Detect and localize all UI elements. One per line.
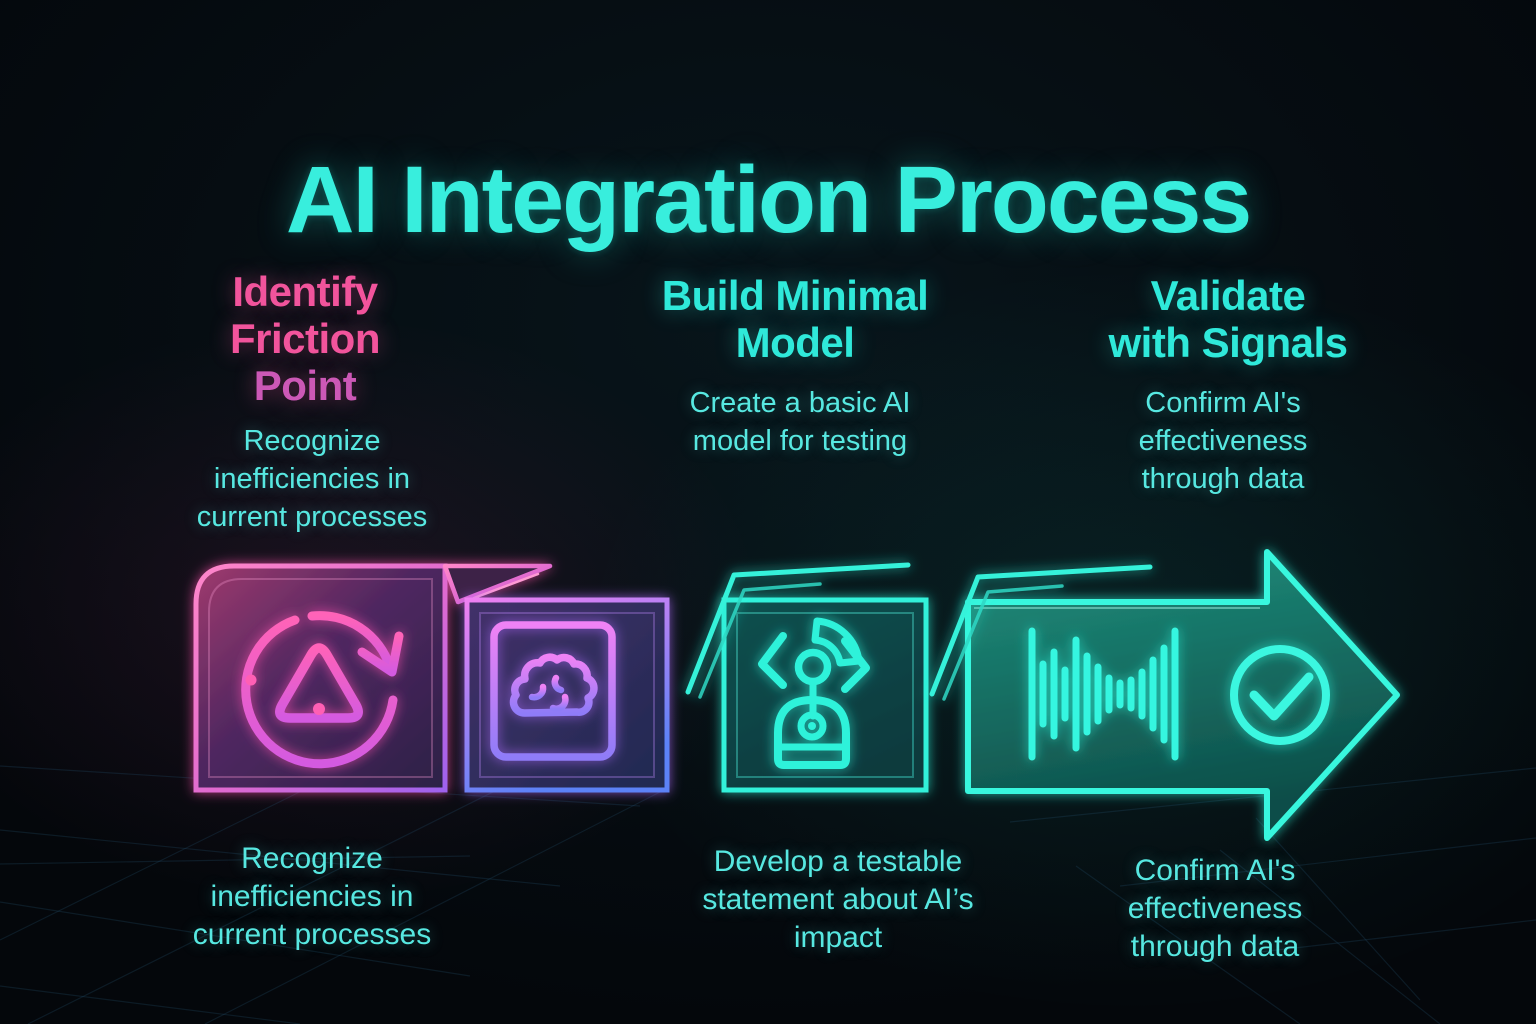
caption-line: Recognize: [241, 842, 383, 875]
robot-sensor-icon: [758, 617, 870, 769]
step3-subtitle: Confirm AI's effectiveness through data: [1065, 384, 1381, 498]
step3-heading: Validate with Signals: [1070, 272, 1386, 366]
step1-subtitle: Recognize inefficiencies in current proc…: [152, 422, 472, 536]
caption-validate: Confirm AI's effectiveness through data: [1057, 852, 1373, 966]
fold-flap: [442, 563, 553, 605]
step2-heading: Build Minimal Model: [635, 272, 955, 366]
heading-line: with Signals: [1108, 319, 1348, 366]
caption-line: statement about AI’s: [702, 883, 974, 916]
heading-line: Build Minimal: [661, 272, 929, 319]
subtitle-line: effectiveness: [1138, 425, 1308, 457]
heading-line: Friction: [230, 315, 381, 362]
heading-line: Validate: [1150, 272, 1306, 319]
page-title: AI Integration Process: [285, 146, 1252, 253]
background-grid: [0, 765, 1536, 1024]
caption-testable: Develop a testable statement about AI’s …: [658, 843, 1018, 957]
subtitle-line: Confirm AI's: [1145, 387, 1301, 419]
caption-line: inefficiencies in: [210, 880, 414, 913]
heading-line: Identify: [232, 268, 378, 315]
subtitle-line: through data: [1141, 463, 1305, 495]
step2-subtitle: Create a basic AI model for testing: [640, 384, 960, 460]
check-circle-icon: [1230, 645, 1330, 745]
step-card-test: [721, 597, 929, 793]
subtitle-line: inefficiencies in: [213, 463, 411, 495]
caption-line: Develop a testable: [713, 845, 963, 878]
caption-line: impact: [793, 921, 883, 954]
subtitle-line: Create a basic AI: [689, 387, 911, 419]
fold-streamers: [685, 562, 1153, 701]
step1-heading: Identify Friction Point: [155, 268, 455, 409]
heading-line: Model: [735, 319, 855, 366]
subtitle-line: current processes: [196, 501, 428, 533]
caption-line: effectiveness: [1127, 892, 1303, 925]
alert-refresh-icon: [241, 611, 404, 769]
caption-line: through data: [1130, 930, 1300, 963]
subtitle-line: Recognize: [243, 425, 381, 457]
subtitle-line: model for testing: [692, 425, 908, 457]
waveform-icon: [1028, 627, 1179, 761]
arrow-segment: [965, 549, 1400, 841]
document-brain-icon: [490, 621, 626, 761]
caption-line: current processes: [192, 918, 432, 951]
caption-line: Confirm AI's: [1134, 854, 1296, 887]
heading-line: Point: [253, 362, 357, 409]
caption-friction: Recognize inefficiencies in current proc…: [152, 840, 472, 954]
